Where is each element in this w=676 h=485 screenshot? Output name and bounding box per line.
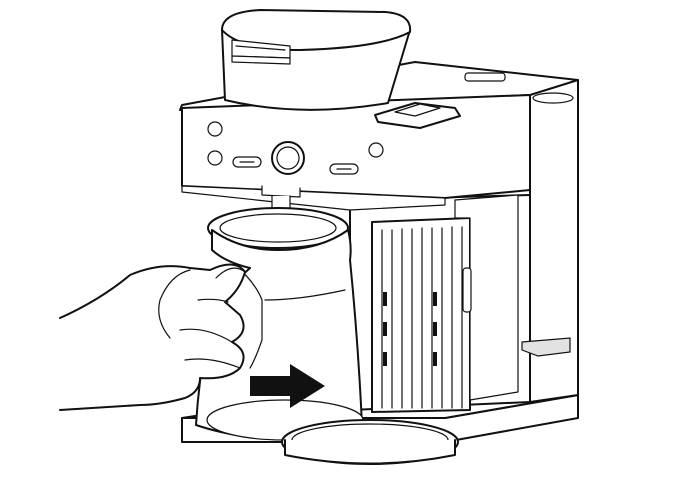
- water-reservoir: [371, 194, 519, 413]
- power-button: [207, 121, 223, 137]
- brew-spout: [261, 185, 301, 211]
- control-buttons: [207, 121, 384, 175]
- start-button: [368, 142, 384, 158]
- top-hopper: [221, 9, 412, 111]
- right-arrow-icon: [250, 364, 325, 408]
- brew-button: [207, 150, 223, 166]
- hand: [59, 263, 246, 411]
- lid-lever: [374, 102, 461, 129]
- warming-plate: [281, 419, 459, 465]
